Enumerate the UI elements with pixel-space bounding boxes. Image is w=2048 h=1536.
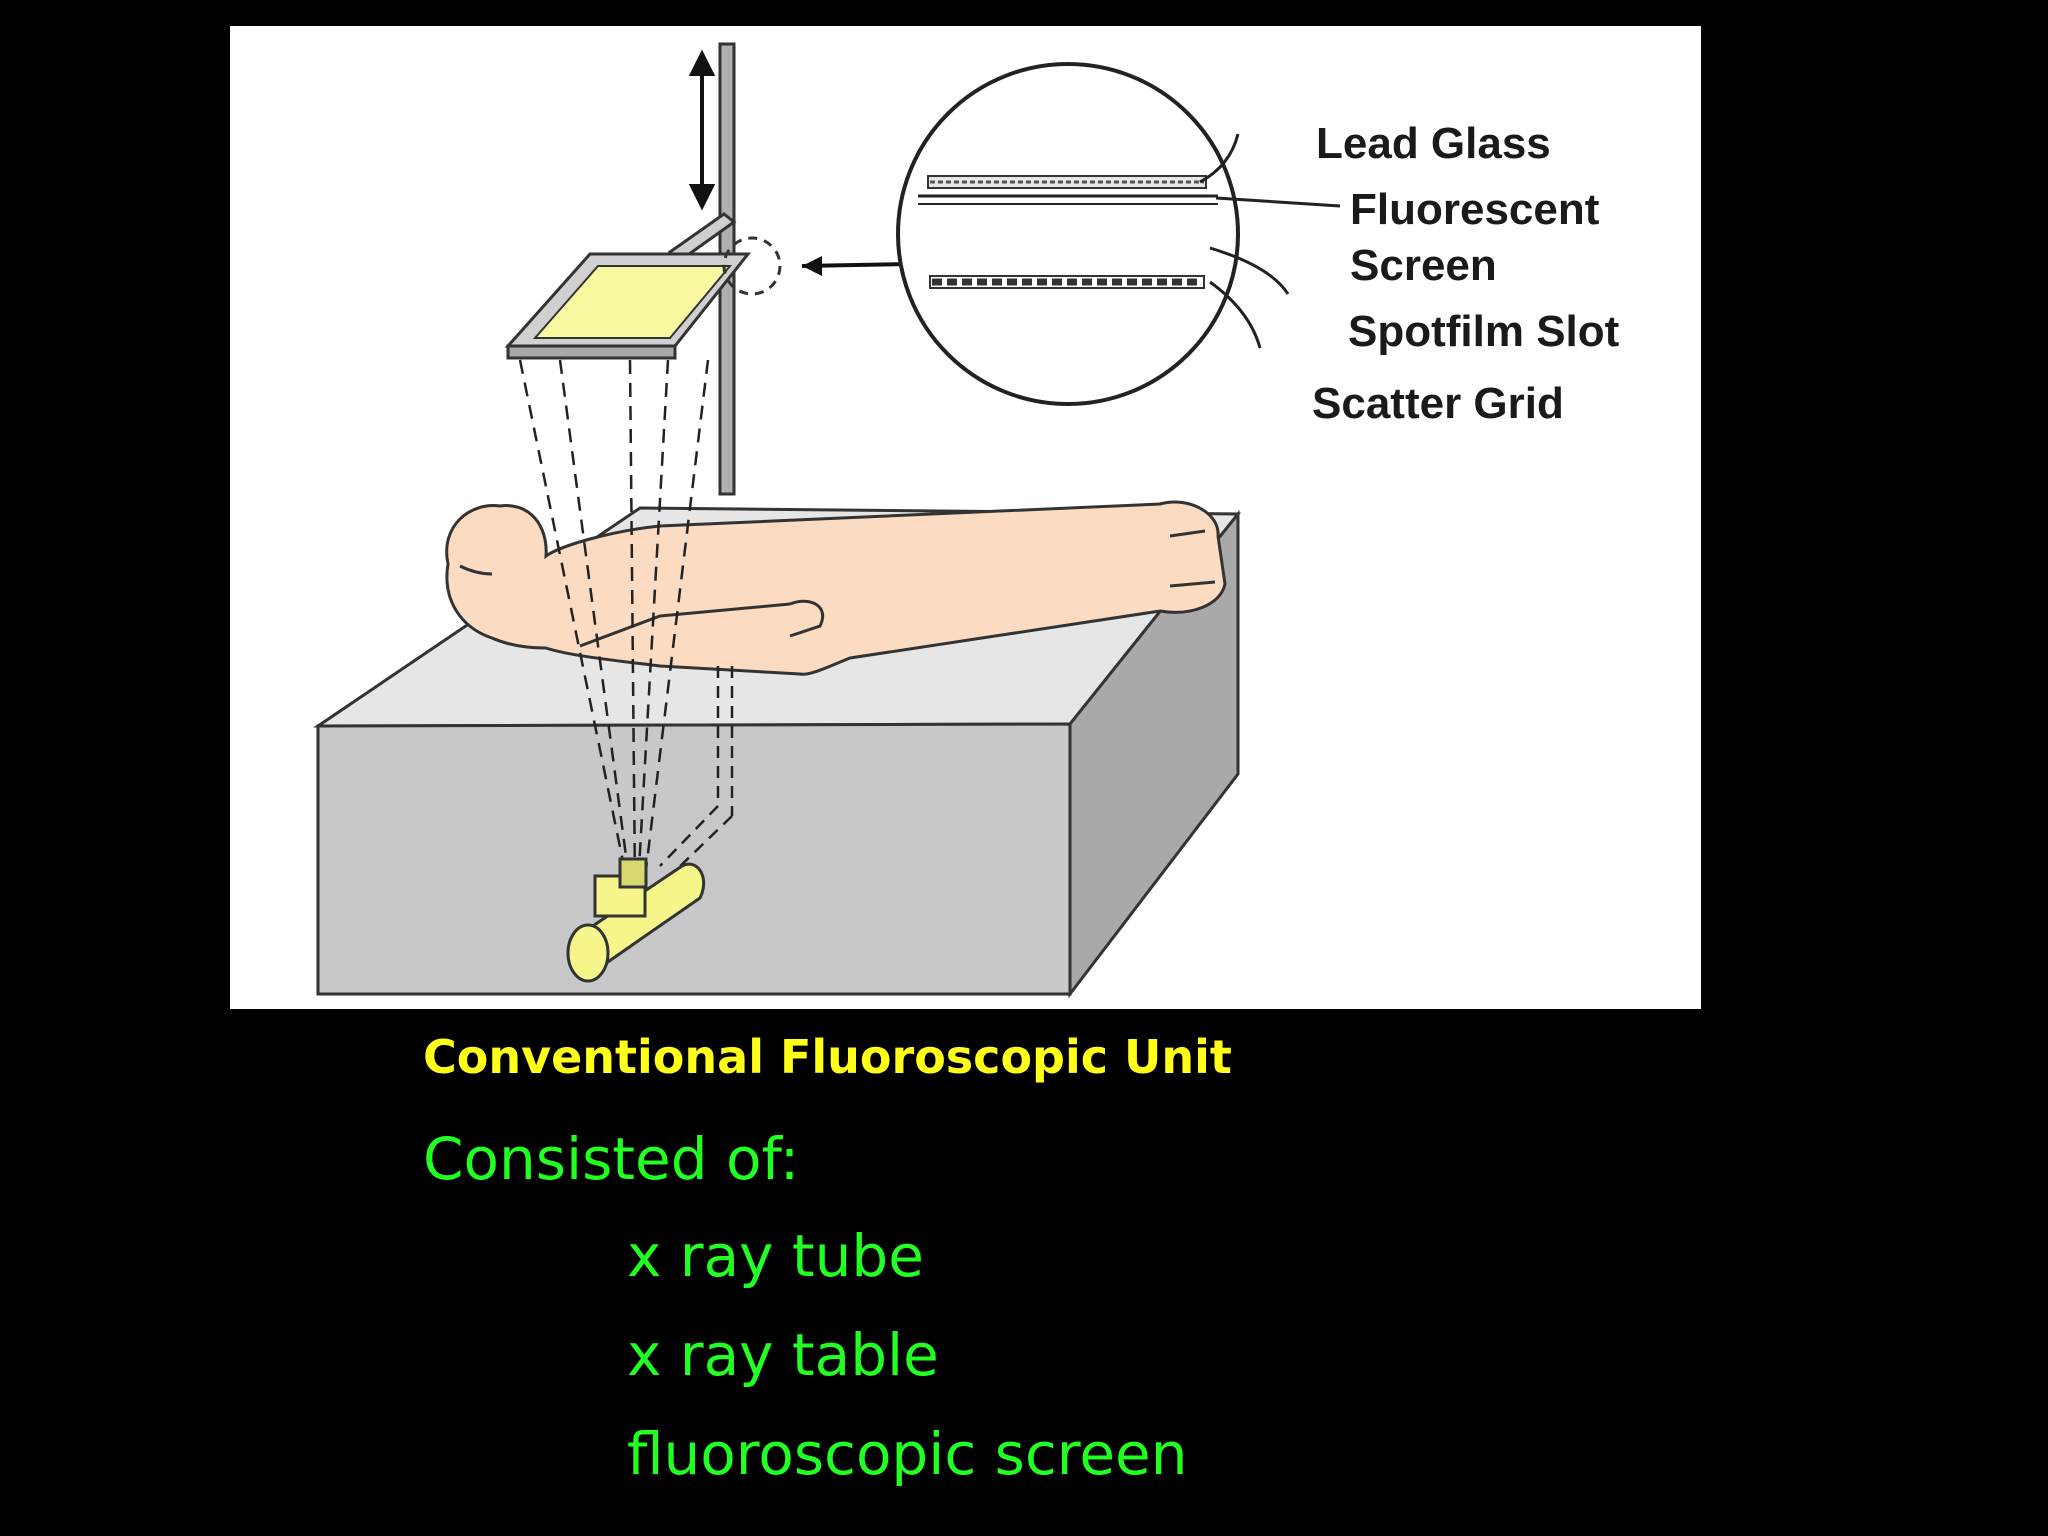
xray-tube [566,857,706,983]
fluoroscopic-screen [504,252,752,360]
components-intro: Consisted of: [423,1125,800,1193]
tube-support-rails [659,666,734,875]
detail-marker [722,236,911,296]
component-item-xray-table: x ray table [627,1321,939,1389]
callout-lead-glass: Lead Glass [1316,119,1551,168]
callout-fluorescent-screen: Fluorescent [1350,185,1600,234]
vertical-adjust-arrow [688,49,716,211]
fluoroscopic-unit-diagram: Lead Glass Fluorescent Screen Spotfilm S… [230,26,1701,1009]
component-item-xray-tube: x ray tube [627,1222,924,1290]
diagram-canvas: Lead Glass Fluorescent Screen Spotfilm S… [313,42,1620,999]
figure-caption: Conventional Fluoroscopic Unit [423,1030,1232,1084]
callout-scatter-grid: Scatter Grid [1312,379,1564,428]
patient [445,500,1227,676]
callout-fluorescent-screen-line2: Screen [1350,241,1497,290]
callout-leaders [1199,133,1341,349]
magnified-section [896,62,1240,406]
callout-spotfilm-slot: Spotfilm Slot [1348,307,1620,356]
component-item-fluoroscopic-screen: fluoroscopic screen [627,1420,1188,1488]
xray-beam [518,359,710,887]
